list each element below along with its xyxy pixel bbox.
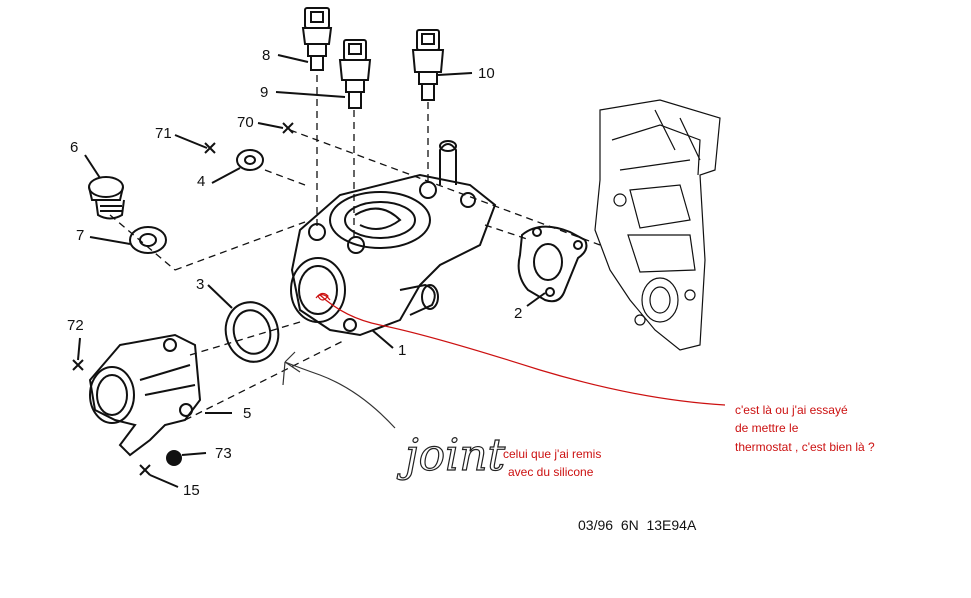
label-72: 72 bbox=[67, 317, 84, 334]
joint-handwritten: joint bbox=[396, 430, 506, 481]
label-9: 9 bbox=[260, 84, 268, 101]
label-2: 2 bbox=[514, 305, 522, 322]
temperature-sensor-10 bbox=[411, 29, 445, 101]
joint-note-line2: avec du silicone bbox=[508, 465, 594, 479]
plug-6 bbox=[88, 176, 125, 220]
label-15: 15 bbox=[183, 482, 200, 499]
thermostat-note-line1: c'est là ou j'ai essayé bbox=[735, 403, 848, 417]
temperature-sensor-9 bbox=[338, 39, 372, 109]
thermostat-note-line2: de mettre le bbox=[735, 421, 799, 435]
label-71: 71 bbox=[155, 125, 172, 142]
assembly-lines bbox=[109, 75, 601, 421]
water-outlet-cover bbox=[88, 333, 202, 457]
label-8: 8 bbox=[262, 47, 270, 64]
thermostat-housing-1 bbox=[290, 140, 497, 337]
label-6: 6 bbox=[70, 139, 78, 156]
nut-73 bbox=[166, 450, 182, 466]
washer-7 bbox=[129, 226, 167, 254]
seal-joint-3 bbox=[224, 301, 280, 363]
engine-block bbox=[594, 99, 721, 351]
joint-arrow bbox=[282, 351, 396, 429]
joint-note-line1: celui que j'ai remis bbox=[503, 447, 601, 461]
reference-code: 03/96 6N 13E94A bbox=[578, 517, 697, 533]
label-7: 7 bbox=[76, 227, 84, 244]
leader-lines bbox=[77, 54, 546, 488]
label-10: 10 bbox=[478, 65, 495, 82]
label-73: 73 bbox=[215, 445, 232, 462]
screw-markers bbox=[72, 122, 294, 476]
washer-4 bbox=[236, 149, 264, 171]
label-3: 3 bbox=[196, 276, 204, 293]
label-70: 70 bbox=[237, 114, 254, 131]
label-1: 1 bbox=[398, 342, 406, 359]
label-4: 4 bbox=[197, 173, 205, 190]
gasket-2 bbox=[517, 225, 588, 303]
thermostat-pointer-scribble bbox=[315, 292, 331, 301]
thermostat-note-line3: thermostat , c'est bien là ? bbox=[735, 440, 875, 454]
temperature-sensor-8 bbox=[301, 7, 333, 71]
thermostat-pointer-line bbox=[319, 294, 726, 406]
label-5: 5 bbox=[243, 405, 251, 422]
